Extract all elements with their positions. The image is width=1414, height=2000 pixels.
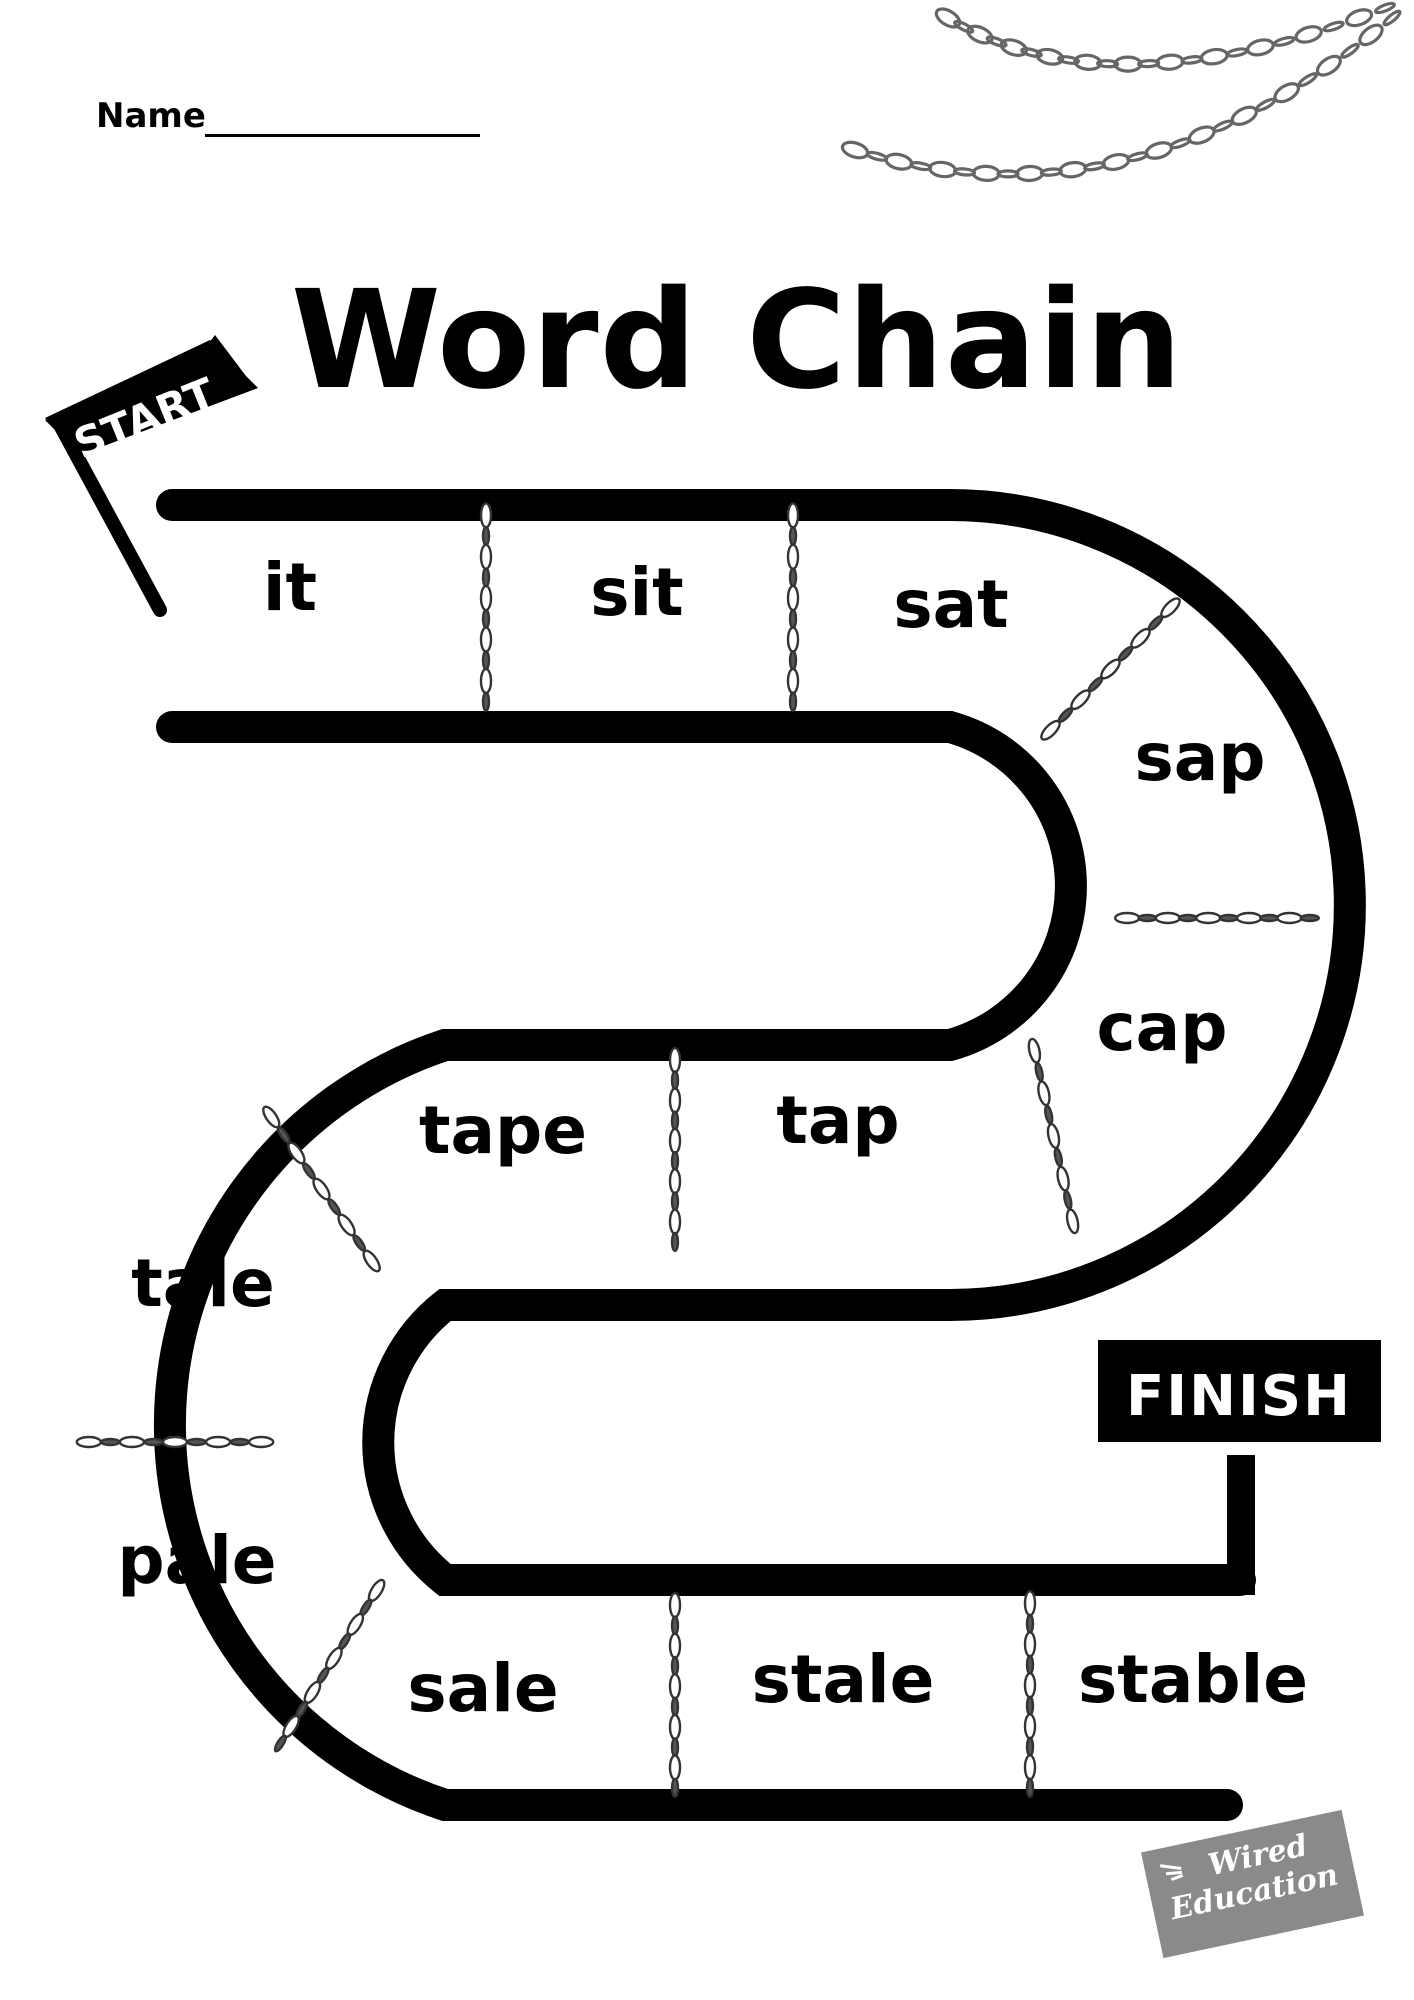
chain-link-divider <box>479 502 493 712</box>
chain-link-divider <box>668 1046 682 1253</box>
track-path <box>153 489 1366 1821</box>
page-title: Word Chain <box>290 262 1184 420</box>
start-flag: START <box>45 335 258 617</box>
name-blank-line[interactable] <box>205 134 480 137</box>
chain-link-divider <box>668 1591 682 1799</box>
decorative-chain-icon <box>840 1 1402 183</box>
word-sit: sit <box>590 554 683 631</box>
chain-link-divider <box>75 1435 275 1449</box>
finish-sign: FINISH <box>1098 1340 1381 1595</box>
word-tap: tap <box>776 1082 899 1159</box>
chain-link-divider <box>1040 597 1181 741</box>
sparkle-icon <box>1160 1864 1184 1882</box>
chain-link-divider <box>273 1578 386 1753</box>
word-tape: tape <box>419 1092 587 1169</box>
chain-link-divider <box>1113 911 1321 925</box>
word-it: it <box>263 549 317 626</box>
chain-link-divider <box>1027 1037 1080 1235</box>
wired-education-logo: Wired Education <box>1141 1809 1364 1959</box>
finish-label: FINISH <box>1126 1364 1352 1429</box>
name-label: Name <box>96 96 206 136</box>
word-tale: tale <box>131 1245 274 1322</box>
word-cap: cap <box>1097 989 1228 1066</box>
word-sap: sap <box>1134 719 1265 796</box>
chain-link-divider <box>1023 1590 1037 1799</box>
word-stale: stale <box>752 1641 935 1718</box>
word-cells: it sit sat sap cap tap tape tale pale sale stale st… <box>117 549 1308 1727</box>
word-pale: pale <box>117 1522 276 1599</box>
chain-link-divider <box>786 502 800 712</box>
word-stable: stable <box>1078 1641 1308 1718</box>
chain-dividers <box>75 502 1321 1799</box>
chain-link-divider <box>262 1105 381 1273</box>
word-sat: sat <box>893 566 1008 643</box>
word-sale: sale <box>407 1650 558 1727</box>
